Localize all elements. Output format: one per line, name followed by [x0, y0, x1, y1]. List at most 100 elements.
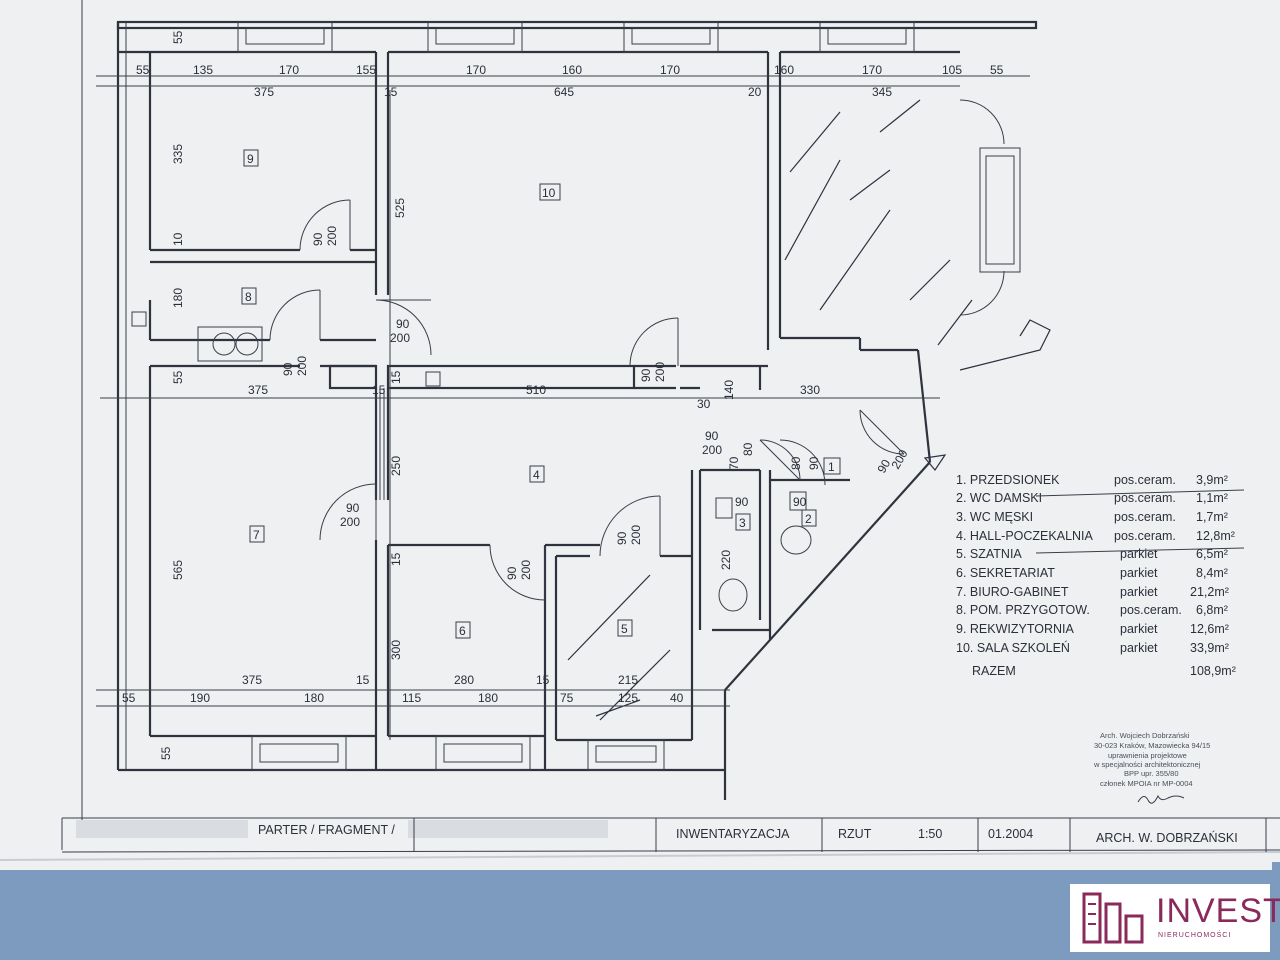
room-legend: 1. PRZEDSIONEK pos.ceram. 3,9m² 2. WC DA…: [956, 473, 1245, 678]
dim-bot2-115: 115: [402, 691, 421, 705]
dim-top-170d: 170: [862, 63, 882, 77]
dim-bot2-75: 75: [560, 691, 574, 705]
legend-area-9: 12,6m²: [1190, 622, 1229, 636]
stamp-line-2: 30-023 Kraków, Mazowiecka 94/15: [1094, 741, 1210, 750]
dim-top-155: 155: [356, 63, 376, 77]
dimension-lines: [96, 22, 1030, 770]
architect-stamp: Arch. Wojciech Dobrzański 30-023 Kraków,…: [1093, 731, 1210, 804]
legend-finish-1: pos.ceram.: [1114, 473, 1176, 487]
legend-area-6: 8,4m²: [1196, 566, 1228, 580]
door6-h: 200: [519, 560, 533, 580]
legend-area-5: 6,5m²: [1196, 547, 1228, 561]
room-5-label: 5: [621, 622, 628, 636]
hand-sketch: [567, 99, 1051, 721]
room-4-label: 4: [533, 468, 540, 482]
dim-top2-375: 375: [254, 85, 274, 99]
dim-mid-90: 90: [705, 429, 719, 443]
stamp-line-4: w specjalności architektonicznej: [1093, 760, 1201, 769]
legend-name-8: 8. POM. PRZYGOTOW.: [956, 603, 1090, 617]
dim-mid-200: 200: [702, 443, 722, 457]
dim-bot2-55: 55: [122, 691, 136, 705]
dim-bot2-180b: 180: [478, 691, 498, 705]
room-8-label: 8: [245, 290, 252, 304]
title-block: PARTER / FRAGMENT / INWENTARYZACJA RZUT …: [61, 818, 1267, 852]
door7-w: 90: [346, 501, 360, 515]
legend-area-1: 3,9m²: [1196, 473, 1228, 487]
paper: [0, 0, 1280, 870]
logo-subtitle: NIERUCHOMOŚCI: [1158, 932, 1232, 939]
door7-h: 200: [340, 515, 360, 529]
door9-h: 200: [325, 226, 339, 246]
room-1-label: 1: [828, 460, 835, 474]
dim-mid-15c: 15: [389, 370, 403, 384]
dim-top-160b: 160: [774, 63, 794, 77]
dim-bot2-125: 125: [618, 691, 638, 705]
dim-mid-525: 525: [393, 198, 407, 218]
title-view: RZUT: [838, 827, 872, 841]
stamp-line-6: członek MPOIA nr MP-0004: [1100, 779, 1193, 788]
dim-mid-330: 330: [800, 383, 820, 397]
door-hall-h: 200: [653, 362, 667, 382]
dim-top-55-right: 55: [990, 63, 1004, 77]
legend-area-10: 33,9m²: [1190, 641, 1229, 655]
room-9-label: 9: [247, 152, 254, 166]
title-level: PARTER / FRAGMENT /: [258, 823, 395, 837]
dim-mid-90b: 90: [735, 495, 749, 509]
building-icon: [1082, 892, 1144, 944]
legend-total-area: 108,9m²: [1190, 664, 1236, 678]
sheet-frame: [61, 0, 1280, 853]
legend-area-7: 21,2m²: [1190, 585, 1229, 599]
dim-top2-345: 345: [872, 85, 892, 99]
dim-top-170a: 170: [279, 63, 299, 77]
dim-top-170c: 170: [660, 63, 680, 77]
dim-top2-20: 20: [748, 85, 762, 99]
door-hall-w: 90: [639, 368, 653, 382]
legend-total-label: RAZEM: [972, 664, 1016, 678]
dim-bot-15b: 15: [536, 673, 550, 687]
fold-line: [0, 851, 1280, 861]
stamp-line-5: BPP upr. 355/80: [1124, 769, 1179, 778]
legend-name-10: 10. SALA SZKOLEŃ: [956, 640, 1070, 655]
door5-h: 200: [629, 525, 643, 545]
title-author: ARCH. W. DOBRZAŃSKI: [1096, 830, 1238, 845]
door8-h: 200: [295, 356, 309, 376]
signature: [1137, 794, 1185, 804]
dim-mid-140: 140: [722, 380, 736, 400]
dim-top2-15: 15: [384, 85, 398, 99]
door9-w: 90: [311, 232, 325, 246]
legend-name-5: 5. SZATNIA: [956, 547, 1022, 561]
legend-finish-5: parkiet: [1120, 547, 1158, 561]
room-6-label: 6: [459, 624, 466, 638]
title-type: INWENTARYZACJA: [676, 827, 790, 841]
dim-bot-15a: 15: [356, 673, 370, 687]
dim-mid-80a: 80: [741, 442, 755, 456]
dim-bot-375: 375: [242, 673, 262, 687]
fixtures: [131, 311, 812, 612]
dim-top-160a: 160: [562, 63, 582, 77]
room-10-label: 10: [542, 186, 556, 200]
title-date: 01.2004: [988, 827, 1033, 841]
door10-w: 90: [396, 317, 410, 331]
legend-finish-8: pos.ceram.: [1120, 603, 1182, 617]
legend-finish-7: parkiet: [1120, 585, 1158, 599]
dim-mid-15: 15: [372, 383, 386, 397]
stamp-line-1: Arch. Wojciech Dobrzański: [1100, 731, 1190, 740]
dim-mid-90d: 90: [807, 456, 821, 470]
dim-mid-70: 70: [727, 456, 741, 470]
dim-mid-30: 30: [697, 397, 711, 411]
legend-finish-10: parkiet: [1120, 641, 1158, 655]
dim-mid-375: 375: [248, 383, 268, 397]
legend-name-3: 3. WC MĘSKI: [956, 510, 1033, 524]
logo-word: INVEST: [1156, 892, 1280, 930]
dim-mid-510: 510: [526, 383, 546, 397]
dim-left-565: 565: [171, 560, 185, 580]
dim-left-55b: 55: [171, 370, 185, 384]
dim-top-170b: 170: [466, 63, 486, 77]
dim-mid-15b: 15: [389, 552, 403, 566]
room-3-label: 3: [739, 516, 746, 530]
dim-left-10: 10: [171, 232, 185, 246]
dim-mid-220: 220: [719, 550, 733, 570]
dim-left-55a: 55: [171, 30, 185, 44]
room-labels: 9 10 8 4 7 6 5 1 3 2: [241, 149, 841, 639]
